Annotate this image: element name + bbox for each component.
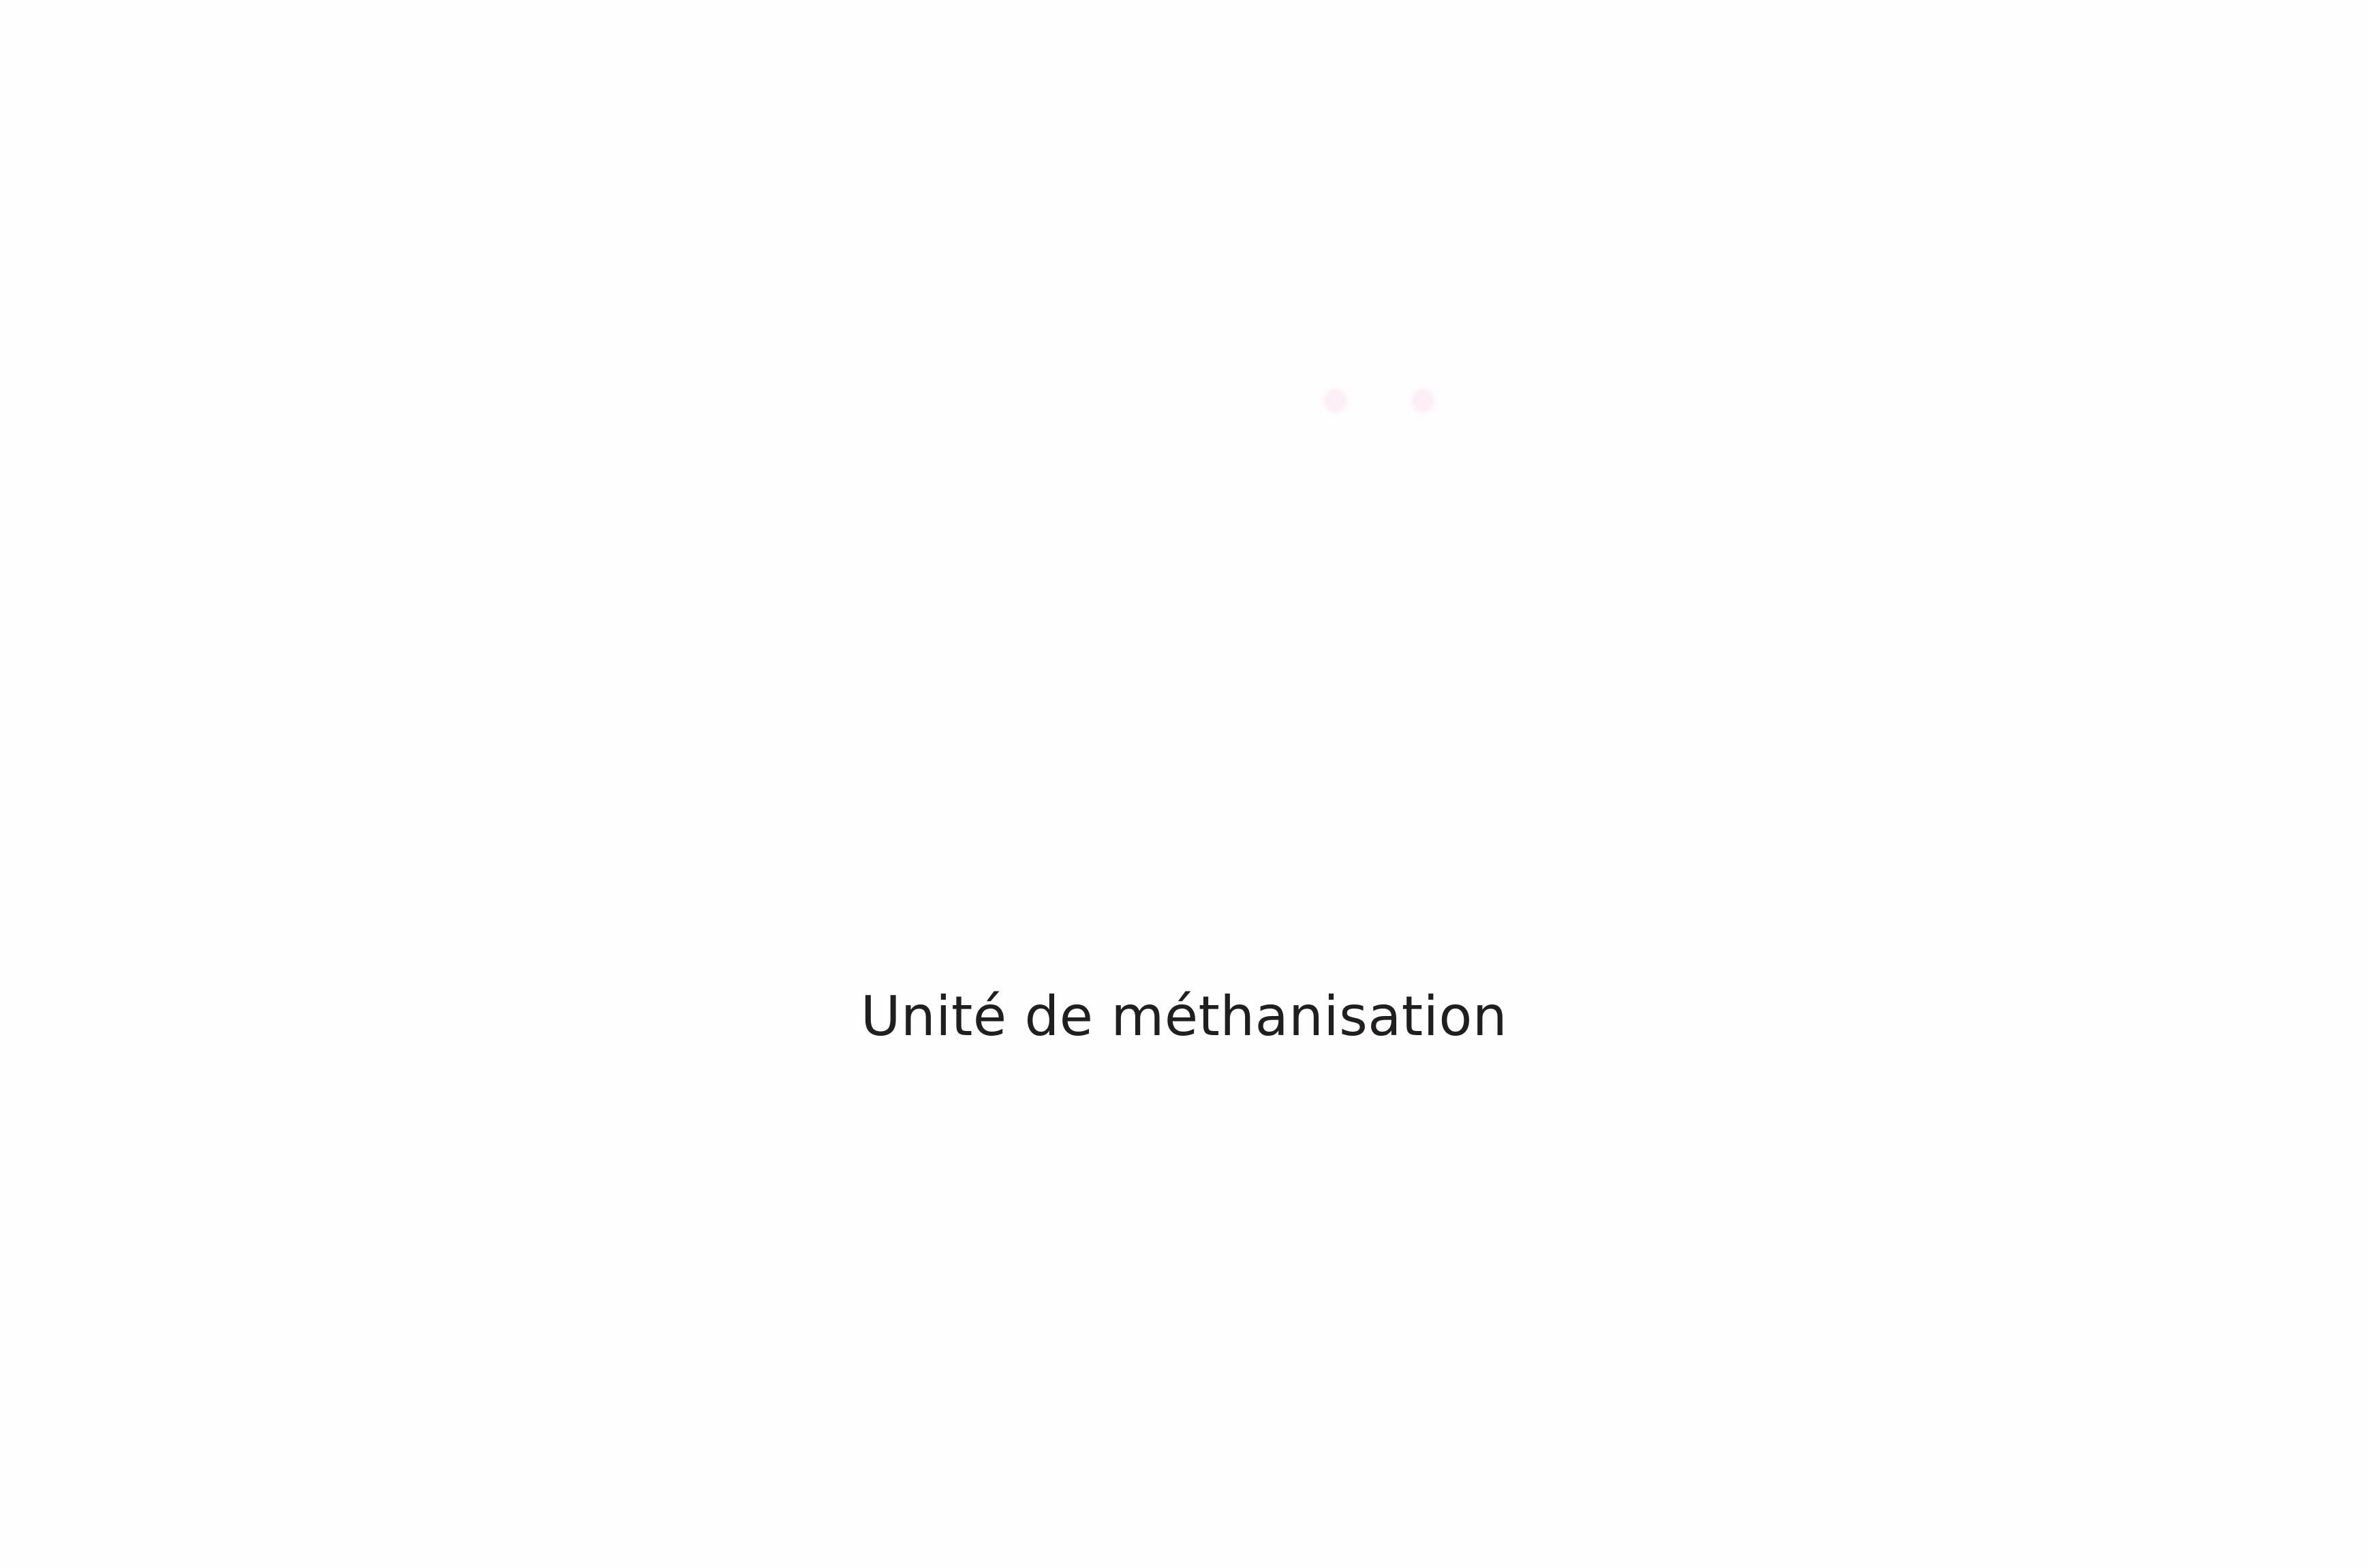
faint-dot-icon <box>1411 389 1434 412</box>
faint-dot-icon <box>1324 389 1347 412</box>
page-title: Unité de méthanisation <box>860 985 1508 1048</box>
